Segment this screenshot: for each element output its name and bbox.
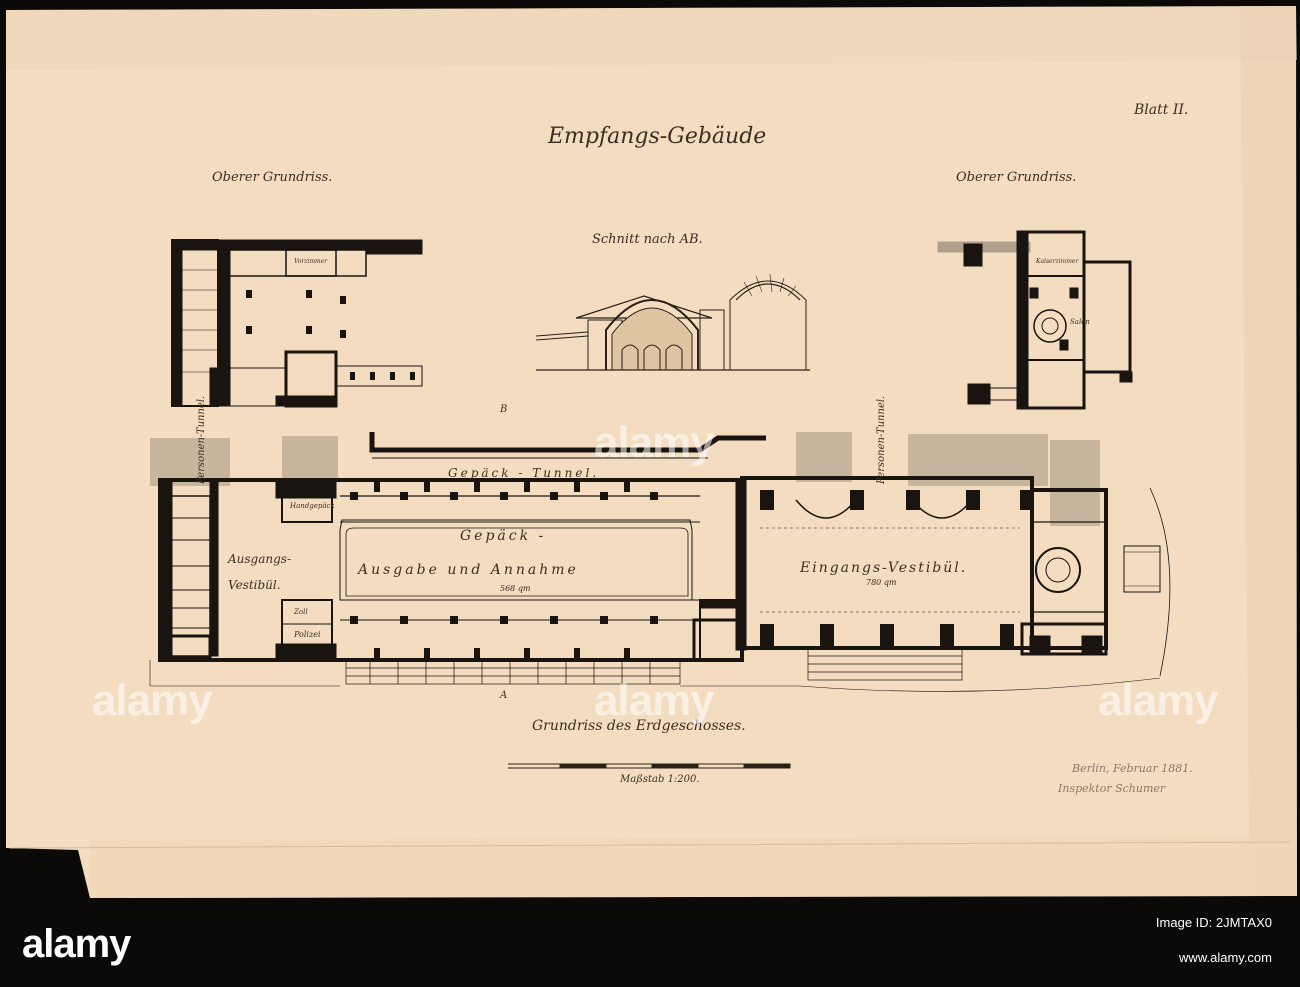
signature-name: Inspektor Schumer [1058,782,1166,795]
room-polizei: Polizei [294,630,321,639]
ground-plan-label: Grundriss des Erdgeschosses. [532,718,746,734]
room-ausgabe-annahme: Ausgabe und Annahme [358,562,579,578]
upper-plan-right [937,230,1133,410]
upper-plan-right-label: Oberer Grundriss. [956,170,1077,185]
room-ausgangs-vestibuel: Ausgangs- Vestibül. [228,552,292,592]
drawing-sheet: Empfangs-Gebäude Blatt II. Oberer Grundr… [6,6,1297,898]
room-salon: Salon [1070,318,1090,326]
room-gepaeck: Gepäck - [460,528,547,544]
stock-footer-bar [0,900,1300,987]
hall-columns [350,480,658,660]
alamy-logo: alamy [22,922,131,966]
upper-plan-left [171,239,423,408]
room-vestibuel-area: 780 qm [866,578,897,587]
watermark-top: alamy [594,418,715,467]
room-handgepaeck: Handgepäck [290,502,335,510]
section-mark-a: A [500,690,508,701]
sheet-number: Blatt II. [1134,102,1189,118]
upper-plan-left-label: Oberer Grundriss. [212,170,333,185]
section-mark-b: B [500,404,508,415]
room-kaiserzimmer: Kaiserzimmer [1036,258,1079,265]
room-vorzimmer: Vorzimmer [294,258,328,265]
watermark-right: alamy [1098,676,1219,725]
drawing-title: Empfangs-Gebäude [548,124,767,149]
room-gepaeck-area: 568 qm [500,584,531,593]
front-stairs [345,647,963,685]
section-drawing [535,273,810,371]
section-label: Schnitt nach AB. [592,232,703,247]
signature-date: Berlin, Februar 1881. [1072,762,1193,775]
watermark-left: alamy [92,676,213,725]
image-id: Image ID: 2JMTAX0 [1155,915,1272,930]
architectural-drawing [6,6,1297,898]
personen-tunnel-right: Personen-Tunnel. [876,395,887,484]
personen-tunnel-left: Personen-Tunnel. [196,395,207,484]
scale-bar [508,763,791,769]
room-gepaeck-tunnel: Gepäck - Tunnel. [448,466,600,480]
scale-label: Maßstab 1:200. [620,774,700,785]
footer-url: www.alamy.com [1179,950,1272,965]
room-eingangs-vestibuel: Eingangs-Vestibül. [800,560,968,576]
ground-floor-plan [149,432,1171,692]
room-zoll: Zoll [294,608,308,616]
watermark-center: alamy [594,676,715,725]
